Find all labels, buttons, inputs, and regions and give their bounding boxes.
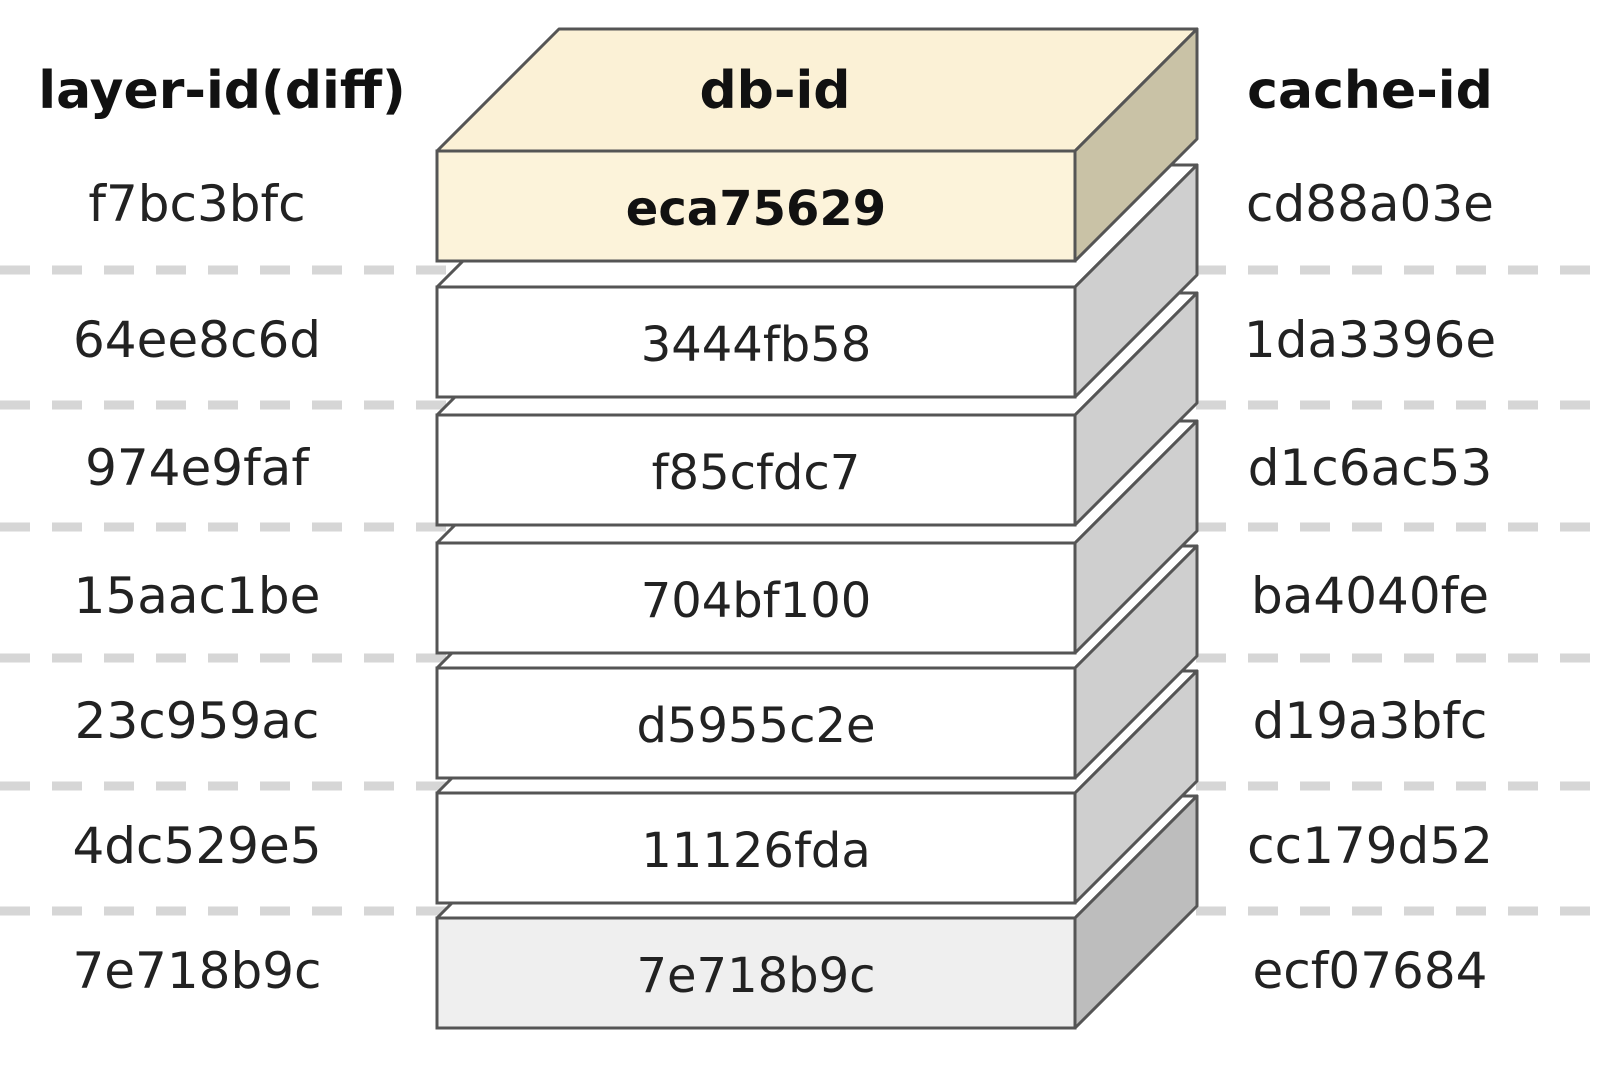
db-id-cell: 11126fda xyxy=(641,823,870,879)
layer-id-cell: 15aac1be xyxy=(74,567,321,625)
layer-id-cell: 23c959ac xyxy=(75,692,320,750)
block-front-face xyxy=(435,149,1077,263)
block-front-face xyxy=(435,413,1077,527)
layer-id-cell: 4dc529e5 xyxy=(72,817,321,875)
layer-id-header: layer-id(diff) xyxy=(38,61,405,121)
cache-id-cell: d19a3bfc xyxy=(1253,692,1488,750)
db-id-cell: eca75629 xyxy=(626,181,886,237)
db-id-cell: 3444fb58 xyxy=(641,317,872,373)
layer-id-cell: 7e718b9c xyxy=(72,942,321,1000)
block-front-face xyxy=(435,666,1077,780)
db-id-cell: f85cfdc7 xyxy=(652,445,861,501)
block-front-face xyxy=(435,541,1077,655)
db-id-cell: 7e718b9c xyxy=(636,948,875,1004)
cache-id-cell: ba4040fe xyxy=(1251,567,1489,625)
db-id-header: db-id xyxy=(699,61,850,121)
block-front-face xyxy=(435,791,1077,905)
top-layer-block xyxy=(435,27,1199,263)
layer-id-cell: f7bc3bfc xyxy=(88,175,305,233)
db-id-cell: 704bf100 xyxy=(641,573,872,629)
block-front-face xyxy=(435,916,1077,1030)
layer-id-cell: 974e9faf xyxy=(85,439,310,497)
cache-id-cell: ecf07684 xyxy=(1253,942,1488,1000)
cache-id-cell: 1da3396e xyxy=(1244,311,1496,369)
cache-id-header: cache-id xyxy=(1247,61,1493,121)
block-stack xyxy=(435,27,1199,1030)
cache-id-cell: d1c6ac53 xyxy=(1248,439,1493,497)
layer-id-cell: 64ee8c6d xyxy=(73,311,321,369)
labels: layer-id(diff) cache-id db-id f7bc3bfc eca… xyxy=(38,61,1496,1004)
db-id-cell: d5955c2e xyxy=(636,698,875,754)
block-front-face xyxy=(435,285,1077,399)
cache-id-cell: cc179d52 xyxy=(1247,817,1493,875)
cache-id-cell: cd88a03e xyxy=(1246,175,1494,233)
